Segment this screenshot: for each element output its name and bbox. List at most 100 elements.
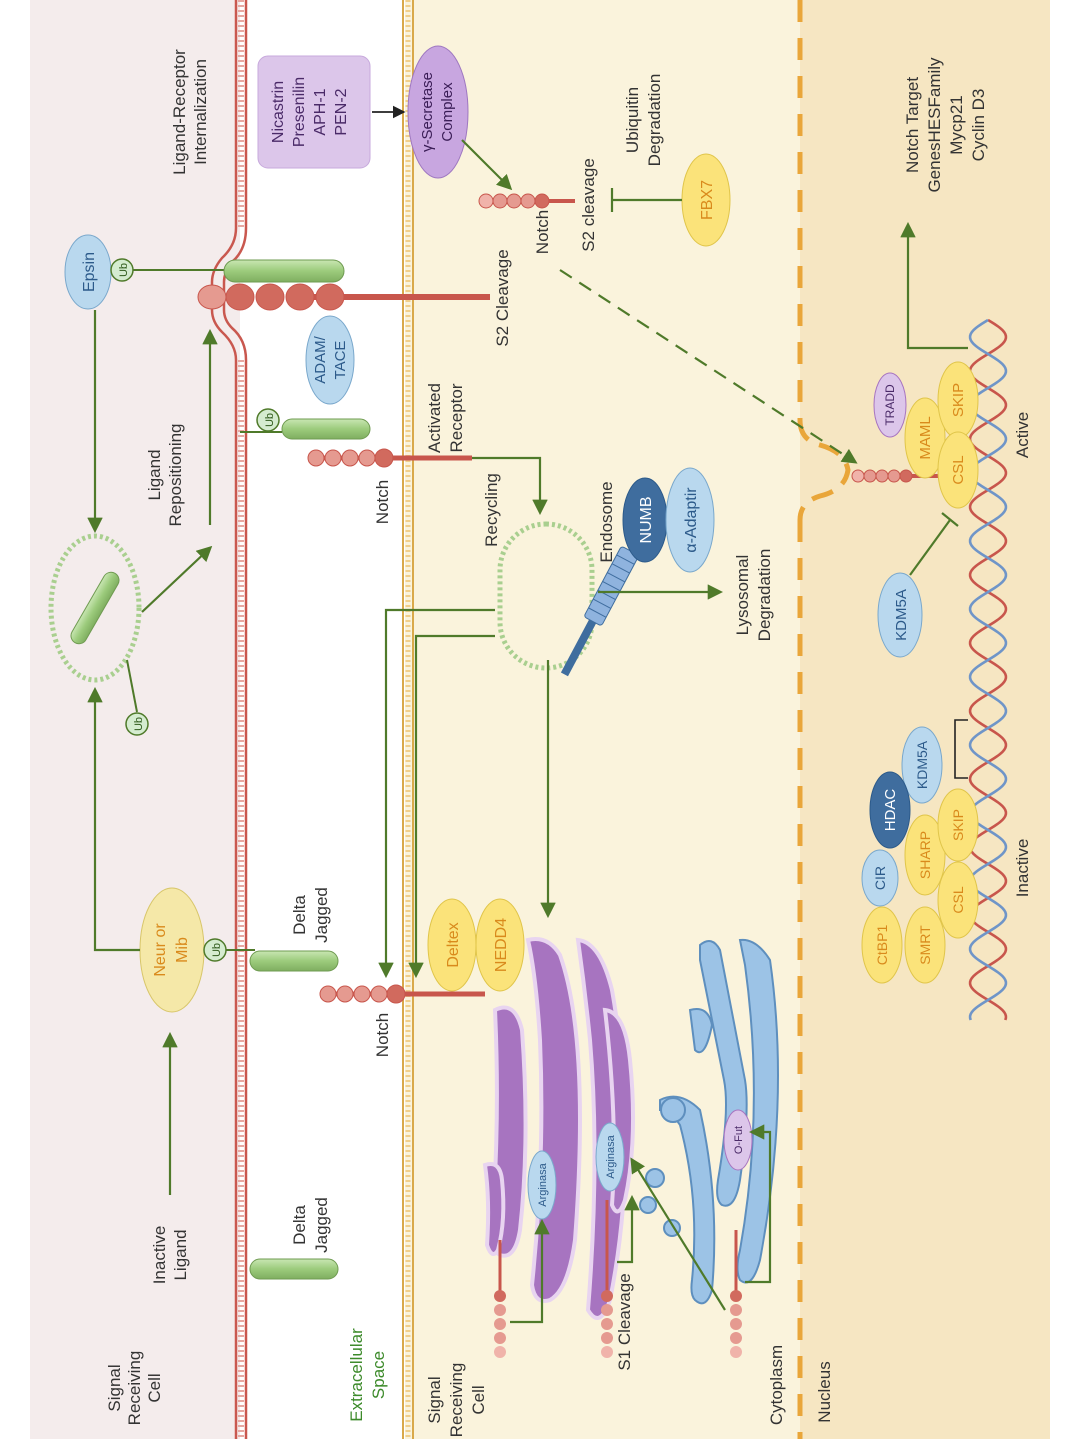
arrow-nicd-to-nucleus <box>559 269 858 464</box>
o-fut-node: O-Fut <box>723 1109 753 1171</box>
gamma-secretase-node: γ-Secretase Complex <box>407 45 469 179</box>
ctbp1-node: CtBP1 <box>861 906 903 984</box>
notch-receptor-main <box>319 984 485 1004</box>
ligand-repositioning-label: Ligand Repositioning <box>145 423 185 526</box>
ubiquitin-degradation-label: Ubiquitin Degradation <box>623 74 664 167</box>
ub-epsin-label: Ub <box>118 263 130 277</box>
maml-label: MAML <box>917 416 934 459</box>
ligand-repositioning-l1: Ligand <box>145 449 164 500</box>
gs-l1: γ-Secretase <box>419 72 436 152</box>
signal-cell-left-l1: Signal <box>105 1364 124 1411</box>
csl-label-inactive: CSL <box>950 886 966 913</box>
right-margin <box>1050 0 1080 1439</box>
ub-vesicle: Ub <box>125 659 149 736</box>
kdm5a-node-active: KDM5A <box>877 572 923 658</box>
extracellular-bg <box>240 0 405 1439</box>
maml-node: MAML <box>904 397 946 479</box>
secretase-components-box: Nicastrin Presenilin APH-1 PEN-2 <box>257 55 371 169</box>
dj2-l1: Delta <box>290 895 309 935</box>
scr-l1: Signal <box>425 1376 444 1423</box>
dj1-l2: Jagged <box>312 1197 331 1253</box>
alpha-adaptin-node: α-Adaptir <box>665 467 715 573</box>
dna-helix <box>968 318 1008 1021</box>
right-cell-membrane <box>402 0 414 1439</box>
extracellular-space-label: Extracellular Space <box>347 1328 388 1422</box>
dj2-l2: Jagged <box>312 887 331 943</box>
adam-tace-node: ADAM/ TACE <box>305 315 355 405</box>
kdm5a-inactive-inhibition <box>954 719 968 779</box>
lri-l1: Ligand-Receptor <box>170 49 189 175</box>
scr-l2: Receiving <box>447 1363 466 1438</box>
ld-l1: Lysosomal <box>733 555 752 636</box>
ar-l2: Receptor <box>447 383 466 452</box>
endosome-label: Endosome <box>597 481 616 562</box>
signal-cell-left-label: Signal Receiving Cell <box>105 1351 164 1426</box>
notch-labels: Notch Notch Notch <box>373 210 552 1057</box>
cytoplasm-label: Cytoplasm <box>767 1345 786 1425</box>
csl-node-inactive: CSL <box>937 861 979 939</box>
signal-cell-right-label: Signal Receiving Cell <box>425 1363 488 1438</box>
kdm5a-label-active: KDM5A <box>893 589 910 641</box>
sc-l3: APH-1 <box>312 88 329 135</box>
arginasa-label-2: Arginasa <box>605 1134 617 1178</box>
delta-jagged-labels: Delta Jagged Delta Jagged <box>290 887 331 1253</box>
notch-targets-label: Notch Target GenesHESFamily Mycp21 Cycli… <box>903 57 988 193</box>
arrow-to-notch-targets <box>900 221 968 350</box>
nt-l1: Notch Target <box>903 77 922 173</box>
nt-l4: Cyclin D3 <box>969 89 988 162</box>
o-fut-label: O-Fut <box>733 1126 745 1154</box>
ub-neur-label: Ub <box>211 943 223 957</box>
s2-cleavage-label: S2 Cleavage <box>493 249 512 346</box>
gs-l2: Complex <box>439 82 456 142</box>
nucleus-bg <box>800 0 1050 1439</box>
kdm5a-label-inactive: KDM5A <box>914 740 930 789</box>
adam-l1: ADAM/ <box>312 335 329 383</box>
csl-node-active: CSL <box>937 431 979 509</box>
sc-l4: PEN-2 <box>333 88 350 135</box>
ctbp1-label: CtBP1 <box>874 925 890 966</box>
nascent-notch-stems <box>494 1200 742 1358</box>
activated-receptor-label: Activated Receptor <box>425 383 466 453</box>
signal-cell-left-bg <box>0 0 240 1439</box>
numb-label: NUMB <box>638 496 655 543</box>
notch-label-fragment: Notch <box>533 210 552 254</box>
arrow-secretase-to-notch <box>461 139 513 191</box>
tradd-node: TRADD <box>873 372 907 438</box>
notch-label-activated: Notch <box>373 480 392 524</box>
kdm5a-active-inhibition <box>909 512 959 576</box>
sc-l1: Nicastrin <box>270 81 287 143</box>
nt-l3: Mycp21 <box>947 95 966 155</box>
active-label: Active <box>1013 412 1032 458</box>
ub-repositioned: Ub <box>256 408 280 432</box>
nt-l2: GenesHESFamily <box>925 57 944 193</box>
nucleus-label: Nucleus <box>815 1361 834 1422</box>
nedd4-node: NEDD4 <box>475 898 525 992</box>
ub-epsin: Ub <box>110 258 225 282</box>
endosome <box>497 521 639 677</box>
hdac-node: HDAC <box>869 771 911 849</box>
ar-l1: Activated <box>425 383 444 453</box>
inactive-ligand-l1: Inactive <box>150 1226 169 1285</box>
arginasa-node-2: Arginasa <box>595 1122 625 1192</box>
recycling-label: Recycling <box>482 473 501 547</box>
skip-label-active: SKIP <box>950 383 967 417</box>
notch-receptor-activated <box>307 448 472 468</box>
es-l2: Space <box>369 1351 388 1399</box>
inactive-ligand-label: Inactive Ligand <box>150 1226 190 1285</box>
notch-fragment-cleaved <box>478 193 575 209</box>
cir-label: CIR <box>872 866 888 890</box>
ligand-cylinders <box>223 259 371 1280</box>
lri-l2: Internalization <box>191 59 210 165</box>
deltex-label: Deltex <box>445 922 462 967</box>
dna-strand <box>968 318 1008 1021</box>
fbx7-label: FBX7 <box>699 180 716 220</box>
epsin-label: Epsin <box>81 252 98 292</box>
inactive-ligand-l2: Ligand <box>171 1229 190 1280</box>
alpha-adaptin-label: α-Adaptir <box>683 487 700 553</box>
skip-node-inactive: SKIP <box>937 788 979 862</box>
ld-l2: Degradation <box>755 549 774 642</box>
neur-mib-node: Neur or Mib <box>139 887 205 1013</box>
smrt-label: SMRT <box>917 925 933 965</box>
left-cell-arrows <box>87 310 218 1195</box>
